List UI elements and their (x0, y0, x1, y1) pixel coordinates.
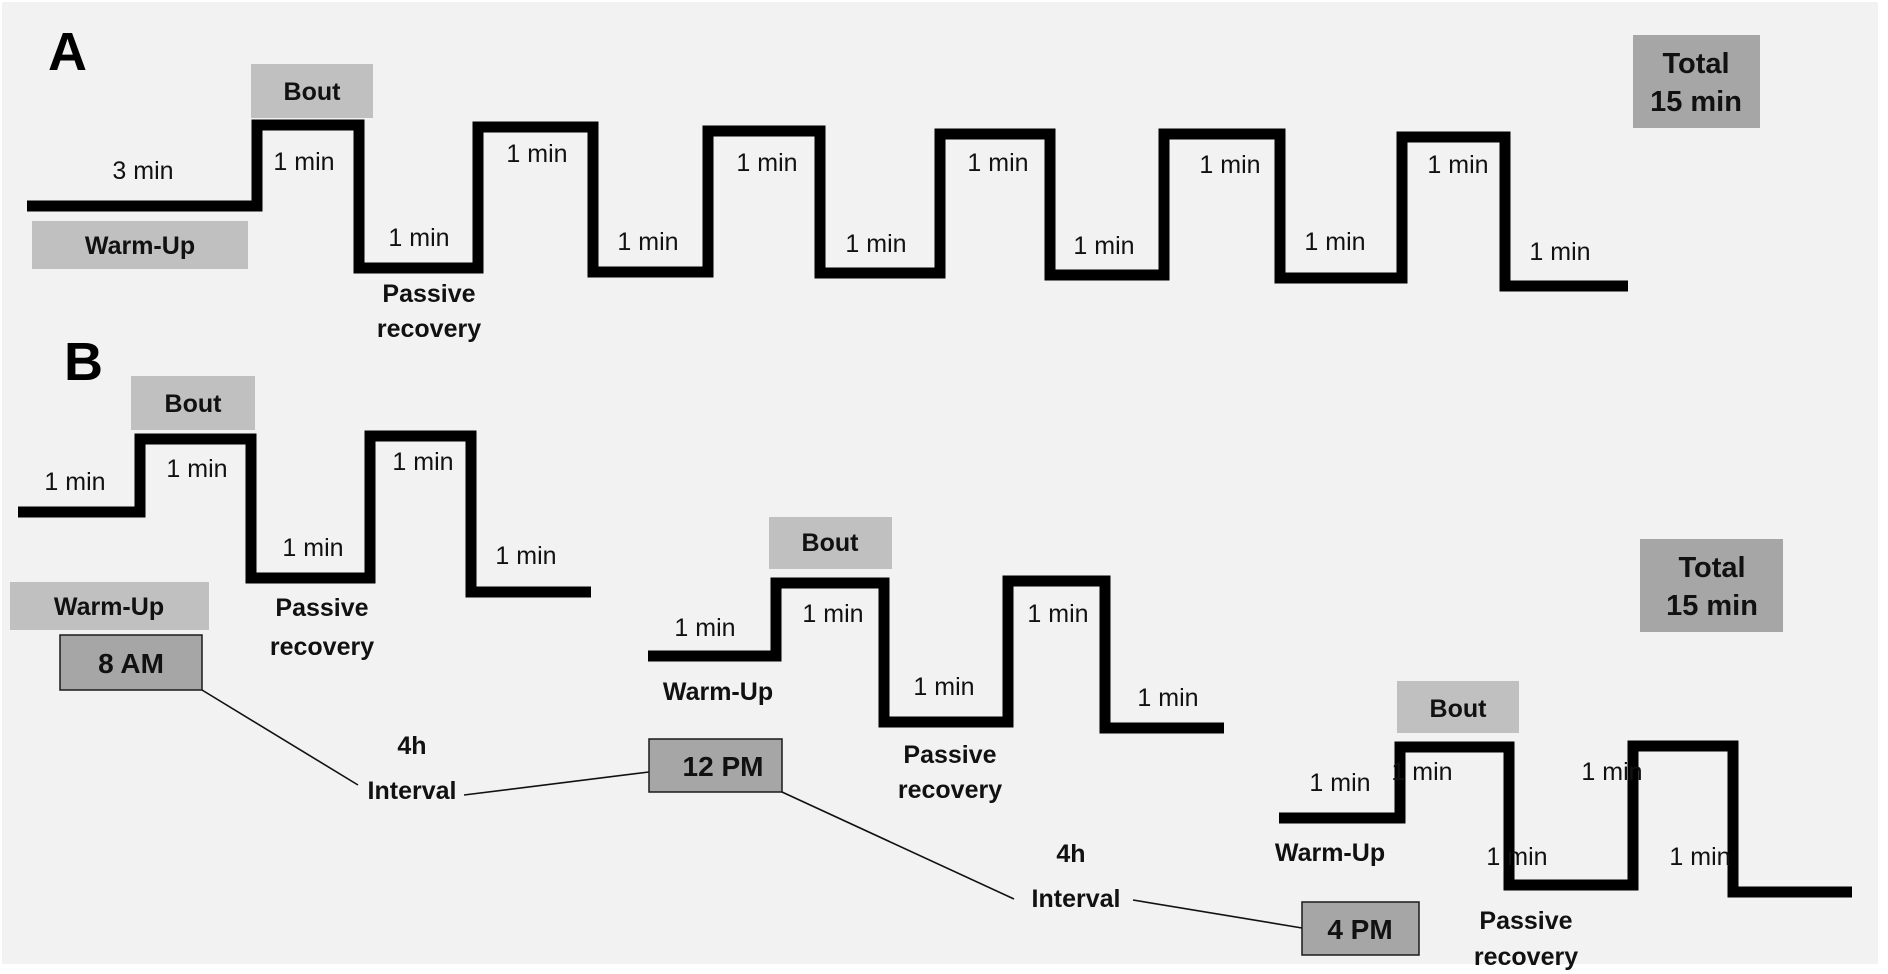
session-12pm-recovery-duration: 1 min (1137, 684, 1198, 712)
session-4pm-time-box (1301, 901, 1420, 956)
session-4pm-waveform (1279, 740, 1852, 898)
session-4pm-warmup-label: Warm-Up (1275, 839, 1385, 867)
panel-b-total-box: Total 15 min (1640, 539, 1783, 632)
session-12pm-time-box (648, 738, 783, 793)
session-8am-recovery-label-line1: Passive (275, 594, 368, 622)
panel-a-letter: A (48, 22, 87, 82)
interval-1-duration: 4h (397, 732, 426, 760)
session-4pm-warmup-duration: 1 min (1309, 769, 1370, 797)
panel-a-recovery-duration: 1 min (617, 228, 678, 256)
panel-a-recovery-duration: 1 min (1073, 232, 1134, 260)
session-4pm-recovery-duration: 1 min (1669, 843, 1730, 871)
session-4pm-recovery-label-line2: recovery (1474, 943, 1578, 971)
session-8am-bout-box (131, 376, 255, 430)
session-4pm: Bout 1 min 1 min 1 min 1 min 1 min Warm-… (1275, 681, 1852, 971)
panel-a-total-line1: Total (1662, 48, 1729, 80)
session-8am-warmup-label: Warm-Up (54, 593, 164, 621)
panel-a-recovery-duration: 1 min (1304, 228, 1365, 256)
panel-a-bout-duration: 1 min (967, 149, 1028, 177)
interval-2-label: Interval (1032, 885, 1121, 913)
session-12pm-bout-box (769, 517, 892, 569)
panel-a-total-box: Total 15 min (1633, 35, 1760, 128)
interval-connector-2b (1132, 899, 1303, 929)
panel-a-bout-duration: 1 min (273, 148, 334, 176)
panel-a-bout-duration: 1 min (1427, 151, 1488, 179)
interval-connector-2 (781, 791, 1015, 900)
session-4pm-bout-label: Bout (1430, 695, 1488, 723)
session-12pm-recovery-label-line1: Passive (903, 741, 996, 769)
session-12pm-waveform (648, 575, 1224, 734)
panel-b-total-line2: 15 min (1666, 590, 1758, 622)
panel-a-bout-box (251, 64, 373, 118)
session-12pm-recovery-duration: 1 min (913, 673, 974, 701)
session-12pm-bout-duration: 1 min (802, 600, 863, 628)
session-8am: Bout Warm-Up 1 min 1 min 1 min 1 min 1 m… (10, 376, 591, 691)
interval-connector-1b (463, 771, 650, 796)
panel-a-bout-duration: 1 min (506, 140, 567, 168)
panel-a-recovery-duration: 1 min (1529, 238, 1590, 266)
panel-a-waveform (27, 119, 1628, 292)
session-12pm-bout-duration: 1 min (1027, 600, 1088, 628)
panel-a-total-line2: 15 min (1650, 86, 1742, 118)
session-4pm-recovery-duration: 1 min (1486, 843, 1547, 871)
interval-1-label: Interval (368, 777, 457, 805)
session-8am-time-box (59, 634, 203, 691)
session-12pm-warmup-label: Warm-Up (663, 678, 773, 706)
session-8am-bout-duration: 1 min (392, 448, 453, 476)
session-8am-recovery-duration: 1 min (282, 534, 343, 562)
session-12pm: Bout 1 min 1 min 1 min 1 min 1 min Warm-… (648, 517, 1224, 804)
session-8am-warmup-box (10, 582, 209, 630)
panel-a-bout-label: Bout (284, 78, 342, 106)
panel-a-recovery-label-line1: Passive (382, 280, 475, 308)
panel-a-recovery-duration: 1 min (845, 230, 906, 258)
panel-a-warmup-box (32, 221, 248, 269)
session-4pm-bout-duration: 1 min (1391, 758, 1452, 786)
panel-a-recovery-duration: 1 min (388, 224, 449, 252)
session-12pm-warmup-duration: 1 min (674, 614, 735, 642)
panel-b-total-line1: Total (1678, 552, 1745, 584)
panel-a-bout-duration: 1 min (736, 149, 797, 177)
session-8am-bout-duration: 1 min (166, 455, 227, 483)
session-8am-bout-label: Bout (165, 390, 223, 418)
session-12pm-recovery-label-line2: recovery (898, 776, 1002, 804)
session-4pm-bout-box (1397, 681, 1519, 733)
session-8am-recovery-duration: 1 min (495, 542, 556, 570)
panel-a-bout-duration: 1 min (1199, 151, 1260, 179)
panel-a-warmup-duration: 3 min (112, 157, 173, 185)
panel-a-warmup-label: Warm-Up (85, 232, 195, 260)
session-12pm-bout-label: Bout (802, 529, 860, 557)
panel-b: B Total 15 min Bout Warm-Up 1 min 1 min … (10, 332, 1852, 971)
panel-b-letter: B (64, 332, 103, 392)
session-8am-recovery-label-line2: recovery (270, 633, 374, 661)
session-8am-waveform (18, 430, 591, 598)
interval-connector-1 (201, 689, 359, 786)
panel-a: A Total 15 min Warm-Up 3 min Bout 1 min … (27, 22, 1760, 343)
panel-a-recovery-label-line2: recovery (377, 315, 481, 343)
session-8am-time: 8 AM (98, 648, 164, 679)
session-8am-warmup-duration: 1 min (44, 468, 105, 496)
session-4pm-time: 4 PM (1327, 914, 1392, 945)
interval-2-duration: 4h (1056, 840, 1085, 868)
session-4pm-recovery-label-line1: Passive (1479, 907, 1572, 935)
session-12pm-time: 12 PM (683, 751, 764, 782)
session-4pm-bout-duration: 1 min (1581, 758, 1642, 786)
